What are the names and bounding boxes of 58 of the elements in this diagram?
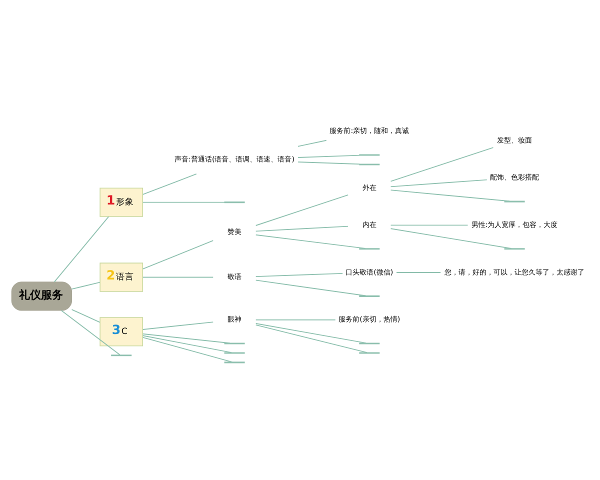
connector <box>255 234 366 249</box>
connector <box>142 322 214 330</box>
node-bar <box>224 342 245 344</box>
node-bar <box>359 352 380 354</box>
connector <box>255 272 344 278</box>
node-text: 男性:为人宽厚，包容，大度 <box>471 220 558 229</box>
node-text: 服务前:亲切，随和，真诚 <box>330 126 410 136</box>
connector <box>142 174 197 195</box>
node-text: 您，请，好的，可以，让您久等了，太感谢了 <box>444 267 585 276</box>
node-bar <box>359 154 380 156</box>
node-text: 服务前(亲切，热情) <box>338 314 400 324</box>
connector <box>71 282 100 290</box>
connector <box>255 194 349 226</box>
connector <box>142 202 226 203</box>
node-text: 外在 <box>362 182 376 192</box>
node-text: 内在 <box>362 220 376 229</box>
connector <box>298 140 327 147</box>
node-bar <box>224 362 245 364</box>
connector <box>396 272 442 273</box>
connector <box>390 224 468 226</box>
node-text: 发型、妆面 <box>497 136 532 145</box>
connector <box>255 280 366 296</box>
node-bar <box>359 295 380 297</box>
connector <box>255 226 349 232</box>
connector <box>298 154 360 158</box>
connector <box>71 309 100 323</box>
connector <box>142 336 233 363</box>
node-box: 2 语言 <box>100 262 144 292</box>
connector <box>255 323 367 344</box>
connector <box>390 179 488 188</box>
node-text: 敬语 <box>228 272 242 282</box>
connector <box>390 147 494 182</box>
node-text: 配饰、色彩搭配 <box>490 172 540 182</box>
node-bar <box>224 352 245 354</box>
node-bar <box>504 200 525 202</box>
node-bar <box>359 248 380 250</box>
node-bar <box>111 354 132 356</box>
connector <box>390 228 512 249</box>
connector <box>255 319 336 320</box>
node-bar <box>359 164 380 166</box>
node-text: 眼神 <box>228 314 242 324</box>
node-bar <box>359 342 380 344</box>
node-bar <box>224 202 245 204</box>
connector <box>142 335 232 354</box>
node-box: 礼仪服务 <box>11 282 72 311</box>
node-text: 赞美 <box>228 227 242 236</box>
node-text: 口头敬语(微信) <box>346 267 394 276</box>
connector <box>142 240 214 270</box>
node-box: 3C <box>100 317 144 346</box>
connector <box>142 276 214 278</box>
connector <box>390 190 510 202</box>
node-text: 声音:普通话(语音、语调、语速、语音) <box>174 154 294 164</box>
connector <box>54 216 110 282</box>
connector <box>142 333 230 344</box>
connector <box>298 162 360 165</box>
node-box: 1 形象 <box>100 188 144 217</box>
connector <box>255 324 368 354</box>
node-bar <box>504 248 525 250</box>
